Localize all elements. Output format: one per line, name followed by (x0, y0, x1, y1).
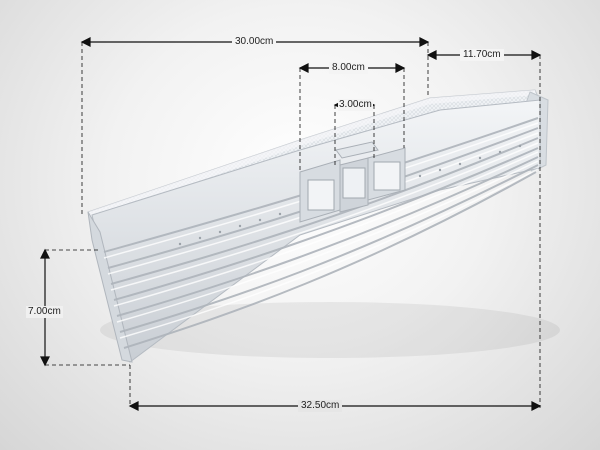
bottom-width-label: 32.50cm (298, 400, 343, 412)
center-slot-label: 3.00cm (338, 99, 373, 111)
vent-dots (178, 144, 522, 246)
grille-slats (103, 117, 539, 349)
left-end-cap (87, 211, 133, 363)
depth-label: 11.70cm (460, 49, 504, 61)
top-width-label: 30.00cm (232, 36, 277, 48)
drop-shadow (100, 302, 560, 358)
center-span-label: 8.00cm (329, 62, 368, 74)
height-label: 7.00cm (26, 306, 63, 318)
center-clip (299, 141, 406, 223)
